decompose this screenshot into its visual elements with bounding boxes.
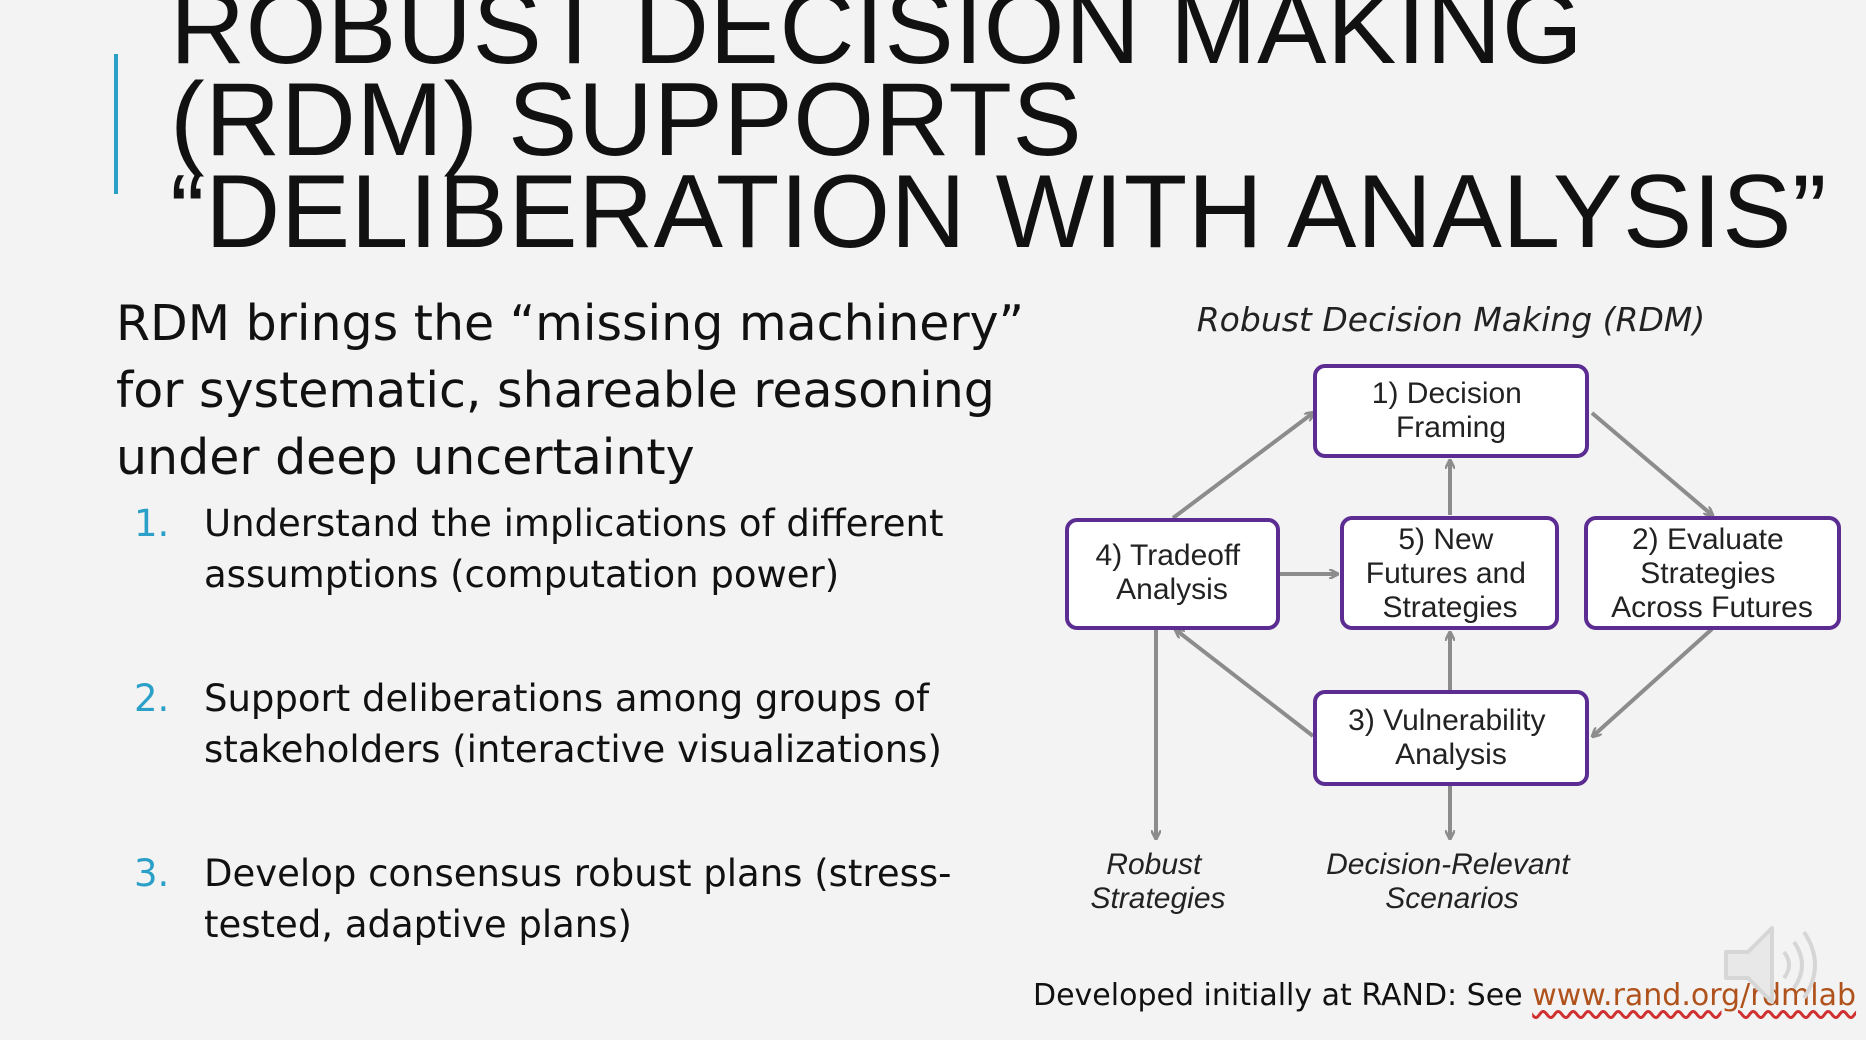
output-decision-relevant-scenarios: Decision-Relevant Scenarios <box>1326 848 1578 915</box>
slide-title: ROBUST DECISION MAKING (RDM) SUPPORTS “D… <box>170 0 1850 270</box>
title-line-3: “DELIBERATION WITH ANALYSIS” <box>170 154 1828 270</box>
output-robust-strategies: Robust Strategies <box>1090 848 1225 915</box>
arrow-tradeoff-to-framing <box>1171 413 1313 520</box>
node-label-line: Analysis <box>1116 573 1228 606</box>
list-item-line: assumptions (computation power) <box>204 553 840 596</box>
list-item-line: Understand the implications of different <box>204 502 944 545</box>
output-label-line: Robust <box>1106 848 1203 881</box>
list-item-line: stakeholders (interactive visualizations… <box>204 728 942 771</box>
diagram-title: Robust Decision Making (RDM) <box>1197 300 1705 339</box>
node-tradeoff-analysis-label: 4) Tradeoff Analysis <box>1096 539 1249 606</box>
node-vulnerability-analysis-label: 3) Vulnerability Analysis <box>1348 704 1554 771</box>
node-label-line: 3) Vulnerability <box>1348 704 1545 737</box>
list-item: 3. Develop consensus robust plans (stres… <box>130 848 990 950</box>
list-item: 1. Understand the implications of differ… <box>130 498 990 600</box>
intro-text: RDM brings the “missing machinery” for s… <box>116 290 1024 491</box>
node-label-line: 4) Tradeoff <box>1096 539 1241 572</box>
arrow-vulnerability-to-tradeoff <box>1176 630 1315 738</box>
list-item-line: Develop consensus robust plans (stress- <box>204 852 952 895</box>
arrow-evaluate-to-vulnerability <box>1593 627 1714 736</box>
footer-text: Developed initially at RAND: See <box>1033 978 1523 1013</box>
intro-line-2: for systematic, shareable reasoning <box>116 362 995 419</box>
node-label-line: Futures and <box>1366 557 1526 590</box>
node-label-line: 1) Decision <box>1372 377 1522 410</box>
list-item-line: tested, adaptive plans) <box>204 903 632 946</box>
node-new-futures-label: 5) New Futures and Strategies <box>1366 523 1534 624</box>
node-evaluate-strategies-label: 2) Evaluate Strategies Across Futures <box>1611 523 1813 624</box>
node-label-line: 2) Evaluate <box>1632 523 1784 556</box>
node-label-line: 5) New <box>1398 523 1493 556</box>
benefit-list: 1. Understand the implications of differ… <box>130 498 990 950</box>
output-label-line: Scenarios <box>1385 882 1518 915</box>
rand-link[interactable]: www.rand.org/rdmlab <box>1532 978 1857 1013</box>
list-item: 2. Support deliberations among groups of… <box>130 673 990 775</box>
node-new-futures <box>1340 516 1559 630</box>
node-label-line: Framing <box>1396 411 1506 444</box>
node-label-line: Strategies <box>1382 591 1517 624</box>
output-label-line: Decision-Relevant <box>1326 848 1571 881</box>
output-label-line: Strategies <box>1090 882 1225 915</box>
title-line-2: (RDM) SUPPORTS <box>170 62 1083 178</box>
speaker-icon[interactable] <box>1722 918 1832 1012</box>
node-tradeoff-analysis <box>1065 518 1280 630</box>
node-label-line: Analysis <box>1395 738 1507 771</box>
list-number: 2. <box>134 677 170 720</box>
arrow-framing-to-evaluate <box>1590 411 1712 515</box>
list-number: 3. <box>134 852 170 895</box>
list-number: 1. <box>134 502 170 545</box>
node-decision-framing-label: 1) Decision Framing <box>1372 377 1530 444</box>
footer-citation: Developed initially at RAND: See www.ran… <box>1033 978 1856 1013</box>
node-vulnerability-analysis <box>1313 690 1589 786</box>
list-item-line: Support deliberations among groups of <box>204 677 930 720</box>
node-decision-framing <box>1313 364 1589 458</box>
node-evaluate-strategies <box>1584 516 1841 630</box>
title-accent-bar <box>114 54 118 194</box>
intro-line-3: under deep uncertainty <box>116 429 695 486</box>
node-label-line: Strategies <box>1640 557 1775 590</box>
node-label-line: Across Futures <box>1611 591 1813 624</box>
title-line-1: ROBUST DECISION MAKING <box>170 0 1584 86</box>
intro-line-1: RDM brings the “missing machinery” <box>116 295 1024 352</box>
